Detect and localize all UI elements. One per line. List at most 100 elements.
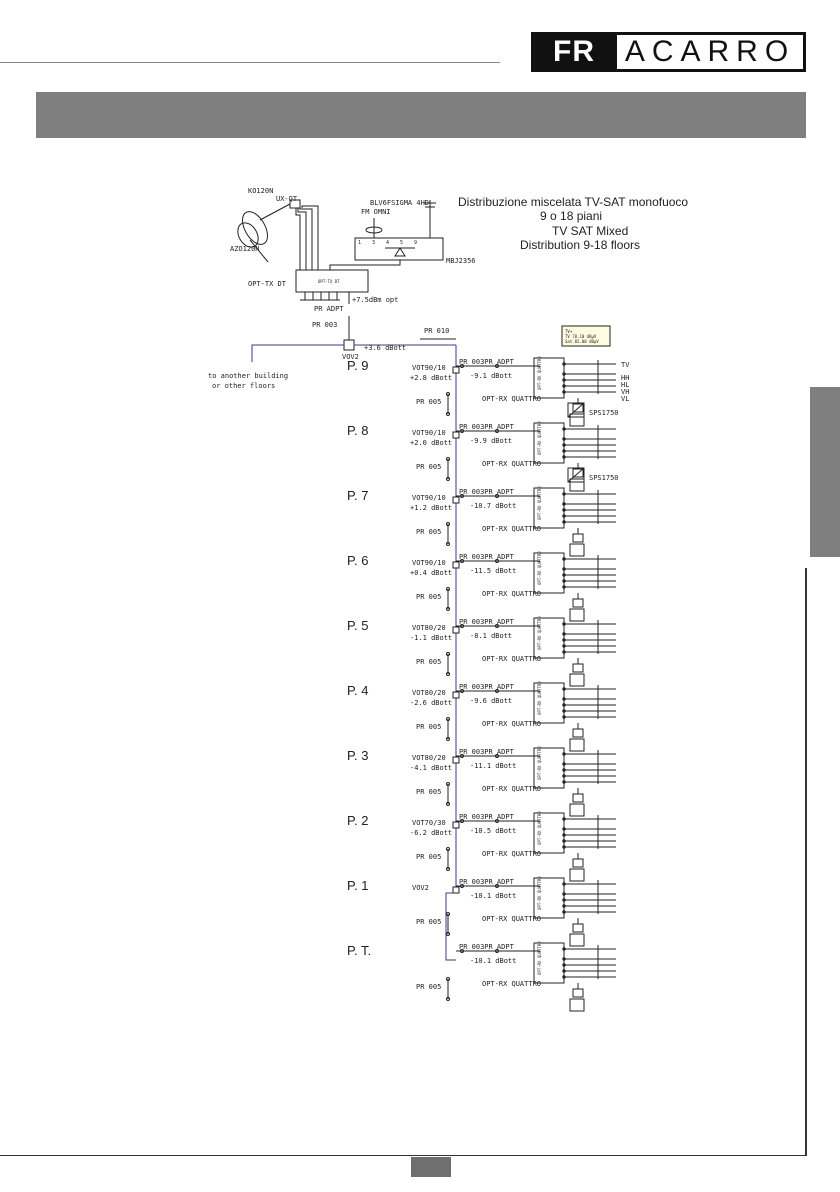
rx-label-9: OPT-RX QUATTRO (482, 980, 541, 988)
floor-coupler-7 (452, 821, 460, 829)
rx-level-label-9: -10.1 dBott (470, 957, 516, 965)
logo-fr: FR (531, 32, 617, 72)
rx-box-text-2: OPT-RX QUATTRO (537, 486, 542, 520)
coupler-level-4: -1.1 dBott (410, 634, 452, 642)
rx-label-4: OPT-RX QUATTRO (482, 655, 541, 663)
floor-group-6 (446, 747, 616, 817)
floor-group-8 (446, 877, 616, 947)
rx-box-text-9: OPT-RX QUATTRO (537, 941, 542, 975)
rx-level-label-0: -9.1 dBott (470, 372, 512, 380)
fracarro-logo: FR ACARRO (531, 32, 806, 72)
floor-coupler-0 (452, 366, 460, 374)
multiswitch-icon-p9 (567, 402, 585, 418)
rx-level-label-3: -11.5 dBott (470, 567, 516, 575)
riser-label-1: PR 005 (416, 463, 441, 471)
riser-label-3: PR 005 (416, 593, 441, 601)
optical-receiver-box-7 (533, 812, 565, 854)
receiver-psu-icon-4 (569, 673, 585, 687)
rx-label-3: OPT-RX QUATTRO (482, 590, 541, 598)
side-border (805, 568, 807, 1155)
floor-group-3 (446, 552, 616, 622)
receiver-psu-icon-2 (569, 543, 585, 557)
coupler-level-6: -4.1 dBott (410, 764, 452, 772)
receiver-psu-icon-5 (569, 738, 585, 752)
rx-level-label-4: -8.1 dBott (470, 632, 512, 640)
rx-box-text-0: OPT-RX QUATTRO (537, 356, 542, 390)
rx-cables-label-5: PR 003PR ADPT (459, 683, 515, 691)
receiver-psu-5 (572, 728, 584, 738)
dish-east-label: KO120N (248, 187, 273, 195)
coupler-level-2: +1.2 dBott (410, 504, 452, 512)
rx-label-8: OPT-RX QUATTRO (482, 915, 541, 923)
title-en-line2: Distribution 9-18 floors (520, 238, 640, 252)
rx-label-5: OPT-RX QUATTRO (482, 720, 541, 728)
rx-label-1: OPT-RX QUATTRO (482, 460, 541, 468)
coupler-label-1: VOT90/10 (412, 429, 446, 437)
rx-level-label-7: -10.5 dBott (470, 827, 516, 835)
tx-level-label: +7.5dBm opt (352, 296, 398, 304)
page-number-tab (411, 1157, 451, 1177)
rx-box-text-5: OPT-RX QUATTRO (537, 681, 542, 715)
floor-coupler-1 (452, 431, 460, 439)
tx-label: OPT-TX DT (248, 280, 287, 288)
floor-coupler-2 (452, 496, 460, 504)
floor-group-9 (446, 942, 616, 1012)
receiver-psu-2 (572, 533, 584, 543)
floor-label-1: P. 8 (347, 423, 368, 438)
title-it-line1: Distribuzione miscelata TV-SAT monofuoco (458, 195, 688, 209)
uhf-antenna-icon (424, 200, 436, 238)
floor-label-6: P. 3 (347, 748, 368, 763)
legend-tv-level: TV 78.10 dBµV (565, 334, 597, 339)
riser-label-5: PR 005 (416, 723, 441, 731)
rx-box-text-7: OPT-RX QUATTRO (537, 811, 542, 845)
dish-east-icon (242, 203, 291, 245)
rx-level-label-6: -11.1 dBott (470, 762, 516, 770)
rx-label-6: OPT-RX QUATTRO (482, 785, 541, 793)
optical-receiver-box-6 (533, 747, 565, 789)
title-en-line1: TV SAT Mixed (552, 224, 628, 238)
coupler-level-7: -6.2 dBott (410, 829, 452, 837)
coupler-label-5: VOT80/20 (412, 689, 446, 697)
receiver-psu-icon-9 (569, 998, 585, 1012)
floor-coupler-8 (452, 886, 460, 894)
uhf-antenna-label: BLV6FSIGMA 4HD (370, 199, 429, 207)
main-splitter (343, 339, 355, 351)
rx-cables-label-4: PR 003PR ADPT (459, 618, 515, 626)
coupler-label-6: VOT80/20 (412, 754, 446, 762)
receiver-psu-icon-3 (569, 608, 585, 622)
riser-label-8: PR 005 (416, 918, 441, 926)
top-rule (0, 62, 500, 63)
riser-label-4: PR 005 (416, 658, 441, 666)
rx-cables-label-8: PR 003PR ADPT (459, 878, 515, 886)
rx-box-text-3: OPT-RX QUATTRO (537, 551, 542, 585)
lnb-label: UX-QT (276, 195, 298, 203)
receiver-psu-7 (572, 858, 584, 868)
receiver-psu-icon-0 (569, 413, 585, 427)
output-vh-label: VH (621, 388, 629, 396)
optical-receiver-box-5 (533, 682, 565, 724)
rx-cables-label-9: PR 003PR ADPT (459, 943, 515, 951)
title-it-line2: 9 o 18 piani (540, 209, 602, 223)
optical-receiver-box-8 (533, 877, 565, 919)
floor-label-9: P. T. (347, 943, 371, 958)
rx-box-text-1: OPT-RX QUATTRO (537, 421, 542, 455)
rx-box-text-8: OPT-RX QUATTRO (537, 876, 542, 910)
coupler-label-8: VOV2 (412, 884, 429, 892)
riser-label-7: PR 005 (416, 853, 441, 861)
floor-label-0: P. 9 (347, 358, 368, 373)
lnb-icon (289, 199, 301, 209)
riser-label-9: PR 005 (416, 983, 441, 991)
mixer-port-4: 4 (386, 240, 389, 246)
receiver-psu-4 (572, 663, 584, 673)
rx-cables-label-7: PR 003PR ADPT (459, 813, 515, 821)
coupler-level-3: +0.4 dBott (410, 569, 452, 577)
optical-receiver-box-2 (533, 487, 565, 529)
rx-level-label-2: -10.7 dBott (470, 502, 516, 510)
riser-label-0: PR 005 (416, 398, 441, 406)
fm-antenna-icon (365, 218, 383, 238)
receiver-psu-1 (572, 468, 584, 478)
rx-box-text-4: OPT-RX QUATTRO (537, 616, 542, 650)
floor-label-2: P. 7 (347, 488, 368, 503)
receiver-psu-6 (572, 793, 584, 803)
multiswitch-label-p8: SPS1750 (589, 474, 619, 482)
